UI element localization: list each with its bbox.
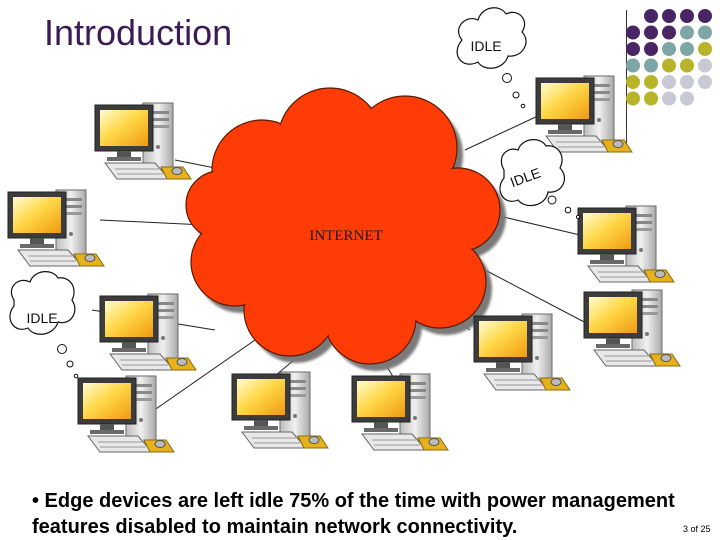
decorative-dot xyxy=(662,42,676,56)
idle-bubble-top: IDLE xyxy=(456,7,527,109)
decorative-dot xyxy=(698,58,712,73)
decorative-dot xyxy=(626,58,640,73)
decorative-dot xyxy=(644,9,658,23)
decorative-dot xyxy=(680,75,694,89)
decorative-dot xyxy=(698,42,712,56)
computer-icon xyxy=(77,375,175,453)
slide-caption: • Edge devices are left idle 75% of the … xyxy=(32,490,675,538)
decorative-dot-grid xyxy=(626,9,712,106)
computer-icon xyxy=(99,293,197,371)
decorative-dot xyxy=(680,42,694,56)
decorative-dot xyxy=(626,75,640,89)
decorative-dot xyxy=(644,25,658,40)
decorative-dot xyxy=(680,25,694,40)
decorative-dot xyxy=(662,9,676,23)
decorative-dot xyxy=(680,9,694,23)
decorative-dot xyxy=(644,58,658,73)
decorative-dot xyxy=(680,58,694,73)
idle-bubble-left: IDLE xyxy=(9,271,79,379)
idle-label: IDLE xyxy=(26,310,57,326)
idle-label: IDLE xyxy=(470,38,501,54)
internet-label: INTERNET xyxy=(309,228,382,244)
computer-icon xyxy=(535,75,633,153)
decorative-dot xyxy=(626,42,640,56)
decorative-dot xyxy=(698,75,712,89)
decorative-dot xyxy=(626,91,640,106)
decorative-dot xyxy=(644,42,658,56)
decorative-dot xyxy=(662,75,676,89)
decorative-dot xyxy=(698,9,712,23)
decorative-dot xyxy=(644,91,658,106)
computer-icon xyxy=(351,373,449,451)
decorative-dot xyxy=(626,25,640,40)
decorative-dot xyxy=(662,25,676,40)
page-number: 3 of 25 xyxy=(683,524,711,534)
computer-icon xyxy=(7,189,105,267)
decorative-dot xyxy=(680,91,694,106)
idle-bubble-right: IDLE xyxy=(499,139,581,220)
computer-icon xyxy=(577,205,675,283)
computer-icon xyxy=(231,371,329,449)
internet-cloud: INTERNET xyxy=(185,87,506,371)
decorative-dot xyxy=(662,58,676,73)
computer-icon xyxy=(583,289,681,367)
slide-title: Introduction xyxy=(44,12,233,53)
decorative-dot xyxy=(662,91,676,106)
decorative-dot xyxy=(644,75,658,89)
computer-icon xyxy=(473,313,571,391)
computer-icon xyxy=(94,102,192,180)
decorative-dot xyxy=(698,25,712,40)
